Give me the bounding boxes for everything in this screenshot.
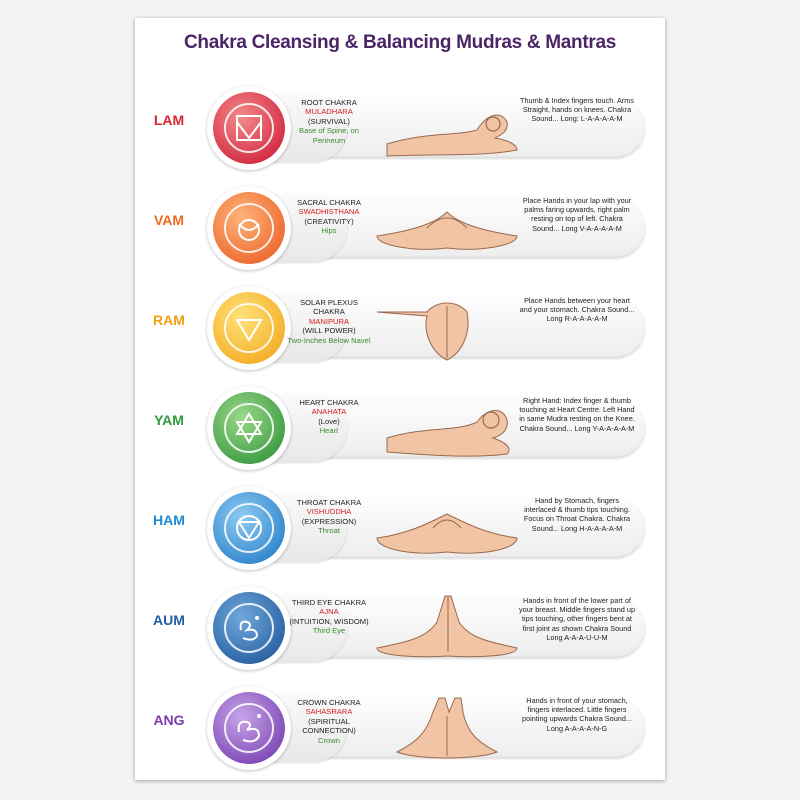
chakra-quality: (EXPRESSION) (301, 516, 357, 526)
chakra-quality: (Love) (318, 416, 340, 426)
solar-plexus-chakra-icon (213, 292, 285, 364)
throat-chakra-icon (213, 492, 285, 564)
om-third-eye-icon (213, 592, 285, 664)
chakra-quality: (SURVIVAL) (308, 116, 350, 126)
poster: Chakra Cleansing & Balancing Mudras & Ma… (135, 18, 665, 780)
chakra-sanskrit-name: MULADHARA (305, 107, 353, 117)
chakra-name: HEART CHAKRA (299, 398, 359, 407)
mudra-hands-illustration (367, 292, 527, 364)
mantra-label: HAM (153, 512, 185, 528)
page-title: Chakra Cleansing & Balancing Mudras & Ma… (183, 32, 617, 53)
chakra-location: Crown (318, 735, 340, 745)
mudra-hands-illustration (367, 592, 527, 664)
chakra-quality: (CREATIVITY) (304, 216, 354, 226)
chakra-sanskrit-name: SWADHISTHANA (298, 207, 360, 217)
chakra-badge (207, 86, 291, 170)
chakra-badge (207, 686, 291, 770)
mantra-label: LAM (153, 112, 185, 128)
chakra-sanskrit-name: MANIPURA (308, 316, 350, 326)
chakra-name: CROWN CHAKRA (297, 698, 361, 707)
chakra-quality: (INTUITION, WISDOM) (289, 616, 369, 626)
mantra-label: VAM (153, 212, 185, 228)
mudra-description: Hands in front of the lower part of your… (519, 596, 636, 642)
chakra-sanskrit-name: VISHUDDHA (306, 507, 352, 517)
chakra-name: THROAT CHAKRA (296, 498, 362, 507)
root-chakra-icon (213, 92, 285, 164)
mantra-label: ANG (153, 712, 185, 728)
mudra-description: Place Hands in your lap with your palms … (522, 196, 632, 233)
mudra-description: Hands in front of your stomach, fingers … (522, 696, 632, 733)
chakra-location: Base of Spine, on Perineum (299, 126, 359, 145)
chakra-quality: (WILL POWER) (302, 326, 356, 336)
mantra-label: AUM (153, 612, 185, 628)
chakra-name: THIRD EYE CHAKRA (291, 598, 367, 607)
chakra-name: SACRAL CHAKRA (297, 198, 361, 207)
sacral-chakra-icon (213, 192, 285, 264)
om-crown-icon (213, 692, 285, 764)
mudra-hands-illustration (367, 92, 527, 164)
chakra-sanskrit-name: ANAHATA (311, 407, 347, 417)
chakra-quality: (SPIRITUAL CONNECTION) (302, 716, 356, 736)
mudra-hands-illustration (367, 192, 527, 264)
chakra-sanskrit-name: AJNA (319, 607, 339, 617)
chakra-location: Third Eye (312, 626, 346, 636)
chakra-location: Hips (321, 226, 337, 236)
chakra-badge (207, 486, 291, 570)
mantra-label: YAM (154, 412, 184, 428)
mudra-description: Thumb & Index fingers touch. Arms Straig… (520, 96, 634, 124)
chakra-badge (207, 286, 291, 370)
mudra-hands-illustration (367, 492, 527, 564)
chakra-location: Two-Inches Below Navel (287, 335, 371, 345)
chakra-name: ROOT CHAKRA (301, 98, 357, 107)
chakra-sanskrit-name: SAHASRARA (305, 707, 353, 717)
mudra-description: Right Hand: Index finger & thumb touchin… (519, 396, 635, 433)
chakra-location: Throat (318, 526, 340, 536)
mudra-description: Hand by Stomach, fingers interlaced & th… (523, 496, 631, 533)
mantra-label: RAM (153, 312, 185, 328)
chakra-location: Heart (319, 426, 339, 436)
mudra-hands-illustration (367, 692, 527, 764)
chakra-badge (207, 586, 291, 670)
heart-chakra-icon (213, 392, 285, 464)
chakra-name: SOLAR PLEXUS CHAKRA (300, 298, 358, 317)
mudra-description: Place Hands between your heart and your … (519, 296, 635, 324)
mudra-hands-illustration (367, 392, 527, 464)
chakra-badge (207, 386, 291, 470)
chakra-badge (207, 186, 291, 270)
